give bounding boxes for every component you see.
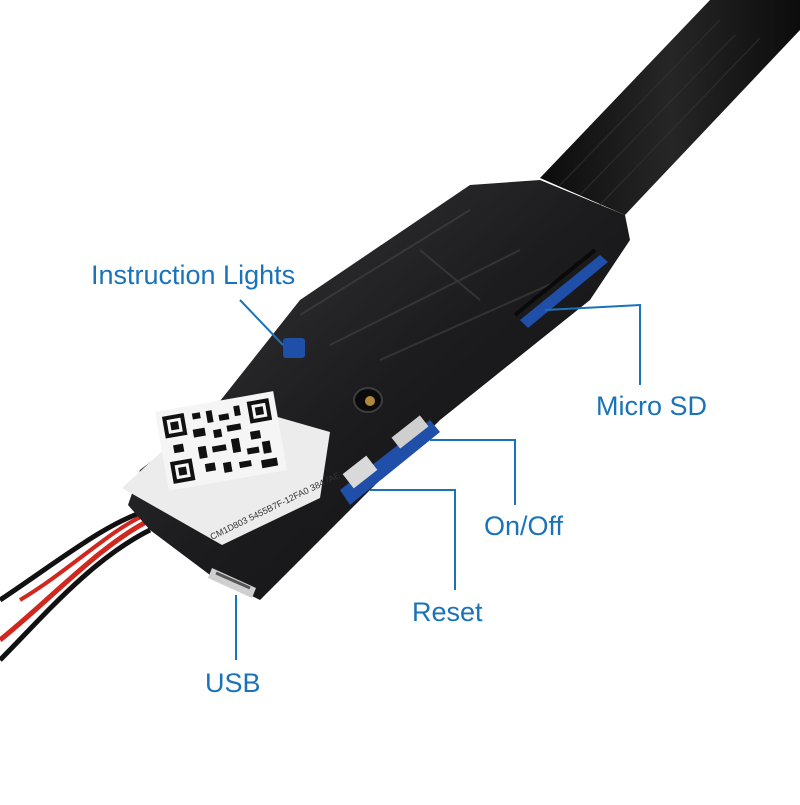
callout-line-onoff (430, 439, 516, 505)
usb-port (208, 568, 256, 598)
micro-sd-slot (520, 255, 608, 328)
label-reset: Reset (412, 597, 483, 627)
power-wires (0, 507, 152, 662)
on-off-switch (391, 415, 429, 449)
reset-button (342, 455, 378, 489)
instruction-light (283, 338, 305, 358)
label-usb: USB (205, 668, 261, 698)
ribbon-strap (540, 0, 800, 215)
qr-code (155, 391, 288, 491)
callout-lines (235, 299, 641, 660)
label-micro-sd: Micro SD (596, 391, 708, 421)
callout-line-instruction (239, 299, 284, 346)
callout-line-microsd (544, 303, 641, 385)
callout-line-reset (370, 489, 456, 590)
label-instruction-lights: Instruction Lights (91, 260, 296, 290)
pcb-board (340, 420, 440, 505)
label-on-off: On/Off (484, 511, 564, 541)
